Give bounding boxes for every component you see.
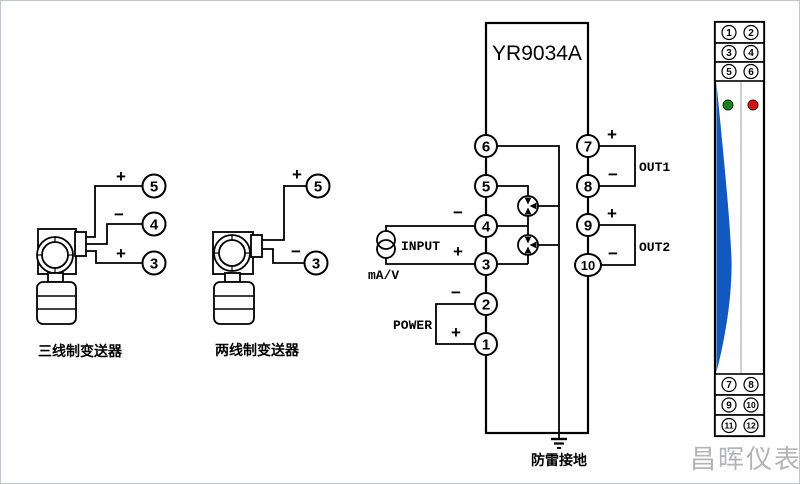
transmitter-head-ticks	[214, 235, 250, 271]
sign-minus: −	[291, 242, 301, 261]
terminal-number: 5	[482, 179, 490, 196]
transmitter-2wire: + − 5 3 两线制变送器	[212, 165, 331, 358]
terminal-number: 6	[482, 139, 490, 156]
sign-plus: +	[451, 323, 461, 342]
surge-arrester-icon	[517, 195, 539, 217]
terminal-number: 1	[482, 337, 490, 354]
out1-label: OUT1	[639, 160, 670, 175]
transmitter-icon	[212, 231, 263, 325]
sign-minus: −	[453, 203, 463, 222]
panel-terminal-number: 7	[726, 380, 732, 391]
terminal-number: 8	[584, 179, 592, 196]
panel-terminal-number: 8	[748, 380, 754, 391]
transmitter-2wire-wires	[262, 185, 306, 264]
sign-plus: +	[607, 125, 617, 144]
ground-icon	[551, 437, 567, 449]
device-left-terminals: 6 5 4 3 2 1	[474, 134, 498, 356]
sign-minus: −	[608, 244, 618, 263]
panel-bottom-terminals: 7 8 9 10 11 12	[714, 373, 765, 437]
terminal-number: 3	[312, 256, 320, 273]
terminal-number: 7	[584, 139, 592, 156]
terminal-number: 4	[150, 217, 159, 234]
terminal-ref: 3	[141, 250, 167, 276]
red-led-indicator	[747, 99, 759, 111]
terminal-ref: 3	[303, 250, 329, 276]
transmitter-3wire-wires	[86, 185, 142, 264]
terminal-number: 3	[150, 256, 158, 273]
surge-arrester-icon	[517, 234, 539, 256]
device-box: YR9034A	[368, 21, 670, 468]
panel-top-terminals: 1 2 3 4 5 6	[714, 21, 765, 82]
sign-minus: −	[451, 283, 461, 302]
sign-plus: +	[453, 242, 463, 261]
out2-label: OUT2	[639, 240, 670, 255]
terminal-number: 9	[584, 218, 592, 235]
panel-terminal-number: 10	[746, 400, 756, 410]
terminal-number: 10	[581, 258, 595, 273]
sign-plus: +	[292, 165, 302, 184]
power-section: POWER − +	[393, 283, 475, 345]
terminal-number: 5	[150, 179, 158, 196]
panel-terminal-number: 11	[725, 421, 734, 431]
panel-terminal-number: 9	[726, 401, 732, 412]
transmitter-icon	[36, 228, 87, 325]
brand-watermark: 昌晖仪表	[690, 444, 800, 474]
panel-terminal-number: 12	[746, 421, 756, 431]
input-label: INPUT	[401, 239, 440, 254]
sign-plus: +	[607, 204, 617, 223]
terminal-ref: 4	[141, 211, 167, 237]
panel-terminal-number: 3	[726, 48, 732, 59]
transmitter-3wire: + − + 5 4 3 三线制变送器	[36, 167, 167, 359]
device-model: YR9034A	[492, 42, 582, 65]
out1-section: OUT1 + −	[599, 125, 670, 187]
terminal-number: 2	[482, 297, 490, 314]
panel-terminal-number: 6	[748, 67, 754, 78]
ground-label: 防雷接地	[531, 452, 587, 468]
module-housing-shape	[716, 83, 732, 372]
terminal-ref: 5	[305, 173, 331, 199]
terminal-number: 3	[482, 257, 490, 274]
internal-wiring	[497, 145, 560, 439]
device-right-terminals: 7 8 9 10	[574, 134, 602, 277]
panel-terminal-number: 1	[726, 28, 732, 39]
signal-source-icon	[376, 230, 396, 259]
panel-terminal-number: 4	[748, 48, 754, 59]
sign-minus: −	[114, 205, 124, 224]
sign-minus: −	[608, 165, 618, 184]
sign-plus: +	[116, 167, 126, 186]
power-label: POWER	[393, 318, 432, 333]
panel-terminal-number: 5	[726, 67, 732, 78]
sign-plus: +	[116, 244, 126, 263]
transmitter-2wire-label: 两线制变送器	[215, 342, 300, 358]
out2-section: OUT2 + −	[599, 204, 670, 266]
input-unit-label: mA/V	[368, 268, 399, 283]
terminal-number: 4	[482, 219, 491, 236]
green-led-indicator	[722, 99, 734, 111]
module-side-panel: 1 2 3 4 5 6 7 8 9 10	[713, 20, 766, 438]
input-section: INPUT mA/V − +	[368, 203, 475, 283]
terminal-number: 5	[314, 179, 322, 196]
transmitter-3wire-label: 三线制变送器	[38, 343, 123, 359]
panel-terminal-number: 2	[748, 28, 754, 39]
terminal-ref: 5	[141, 173, 167, 199]
